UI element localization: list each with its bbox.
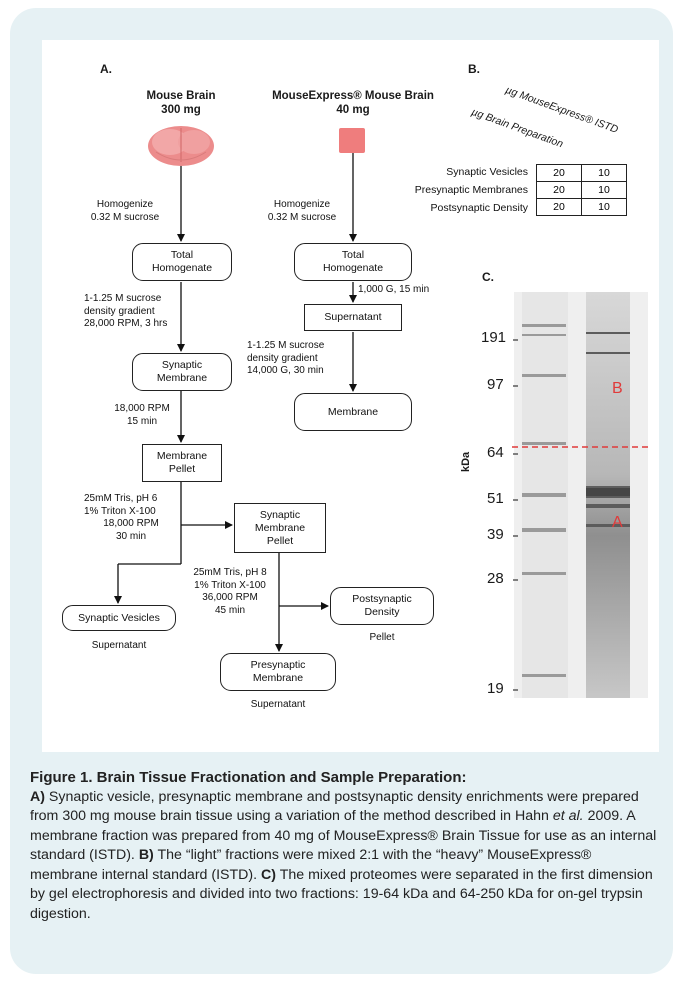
table-cell: 10: [581, 181, 627, 199]
gel-cut-line: [512, 446, 652, 448]
row-label-1: Presynaptic Membranes: [414, 184, 528, 196]
caption-b-tag: B): [138, 847, 154, 863]
caption-a-text-1: Synaptic vesicle, presynaptic membrane a…: [30, 788, 639, 825]
table-cell: 20: [536, 181, 582, 199]
mw-marker-51: 51: [487, 490, 504, 507]
pellet-label: Pellet: [369, 632, 395, 643]
col1-title: Mouse Brain: [146, 90, 216, 102]
caption-b-text: The “light” fractions were mixed 2:1 wit…: [30, 847, 592, 883]
row-label-0: Synaptic Vesicles: [446, 166, 528, 178]
mouse-brain-image: [148, 126, 214, 166]
caption-title: Figure 1. Brain Tissue Fractionation and…: [30, 769, 467, 786]
figure-caption: Figure 1. Brain Tissue Fractionation and…: [30, 768, 660, 924]
mw-marker-28: 28: [487, 570, 504, 587]
gel-marker-b: B: [612, 380, 623, 397]
mouseexpress-tissue-image: [339, 128, 365, 153]
caption-a-tag: A): [30, 788, 45, 805]
figure-canvas: A. Mouse Brain 300 mg MouseExpress® Mous…: [42, 40, 659, 752]
panel-a-letter: A.: [100, 62, 112, 76]
membrane-box: Membrane: [294, 393, 412, 431]
caption-c-text: The mixed proteomes were separated in th…: [30, 866, 653, 922]
supernatant-box: Supernatant: [304, 304, 402, 331]
table-cell: 20: [536, 164, 582, 182]
col2-title: MouseExpress® Mouse Brain: [272, 90, 434, 102]
mw-marker-39: 39: [487, 526, 504, 543]
panel-c-letter: C.: [482, 270, 494, 284]
table-cell: 20: [536, 198, 582, 216]
caption-a-etal: et al.: [552, 808, 584, 824]
kda-axis-label: kDa: [460, 451, 472, 472]
mw-ticks: [513, 339, 518, 691]
table-cell: 10: [581, 198, 627, 216]
synaptic-vesicles-box: Synaptic Vesicles: [62, 605, 176, 631]
gel-marker-a: A: [612, 514, 623, 531]
caption-body: A) Synaptic vesicle, presynaptic membran…: [30, 788, 660, 925]
mw-marker-19: 19: [487, 680, 504, 697]
mw-marker-191: 191: [481, 329, 507, 346]
panel-b-letter: B.: [468, 62, 480, 76]
gel-image: [514, 292, 648, 698]
flowchart-arrows: [114, 133, 357, 652]
table-cell: 10: [581, 164, 627, 182]
caption-c-tag: C): [261, 866, 277, 883]
supernatant-label-2: Supernatant: [250, 699, 306, 710]
supernatant-label-1: Supernatant: [91, 640, 147, 651]
mw-marker-97: 97: [487, 376, 504, 393]
centrifuge-1000g-step: 1,000 G, 15 min: [358, 284, 430, 295]
row-label-2: Postsynaptic Density: [430, 202, 528, 214]
mw-marker-64: 64: [487, 444, 504, 461]
col1-amount: 300 mg: [161, 104, 201, 116]
caption-a-text-2: 2009. A membrane fraction was prepared f…: [30, 808, 657, 863]
col2-amount: 40 mg: [336, 104, 370, 116]
